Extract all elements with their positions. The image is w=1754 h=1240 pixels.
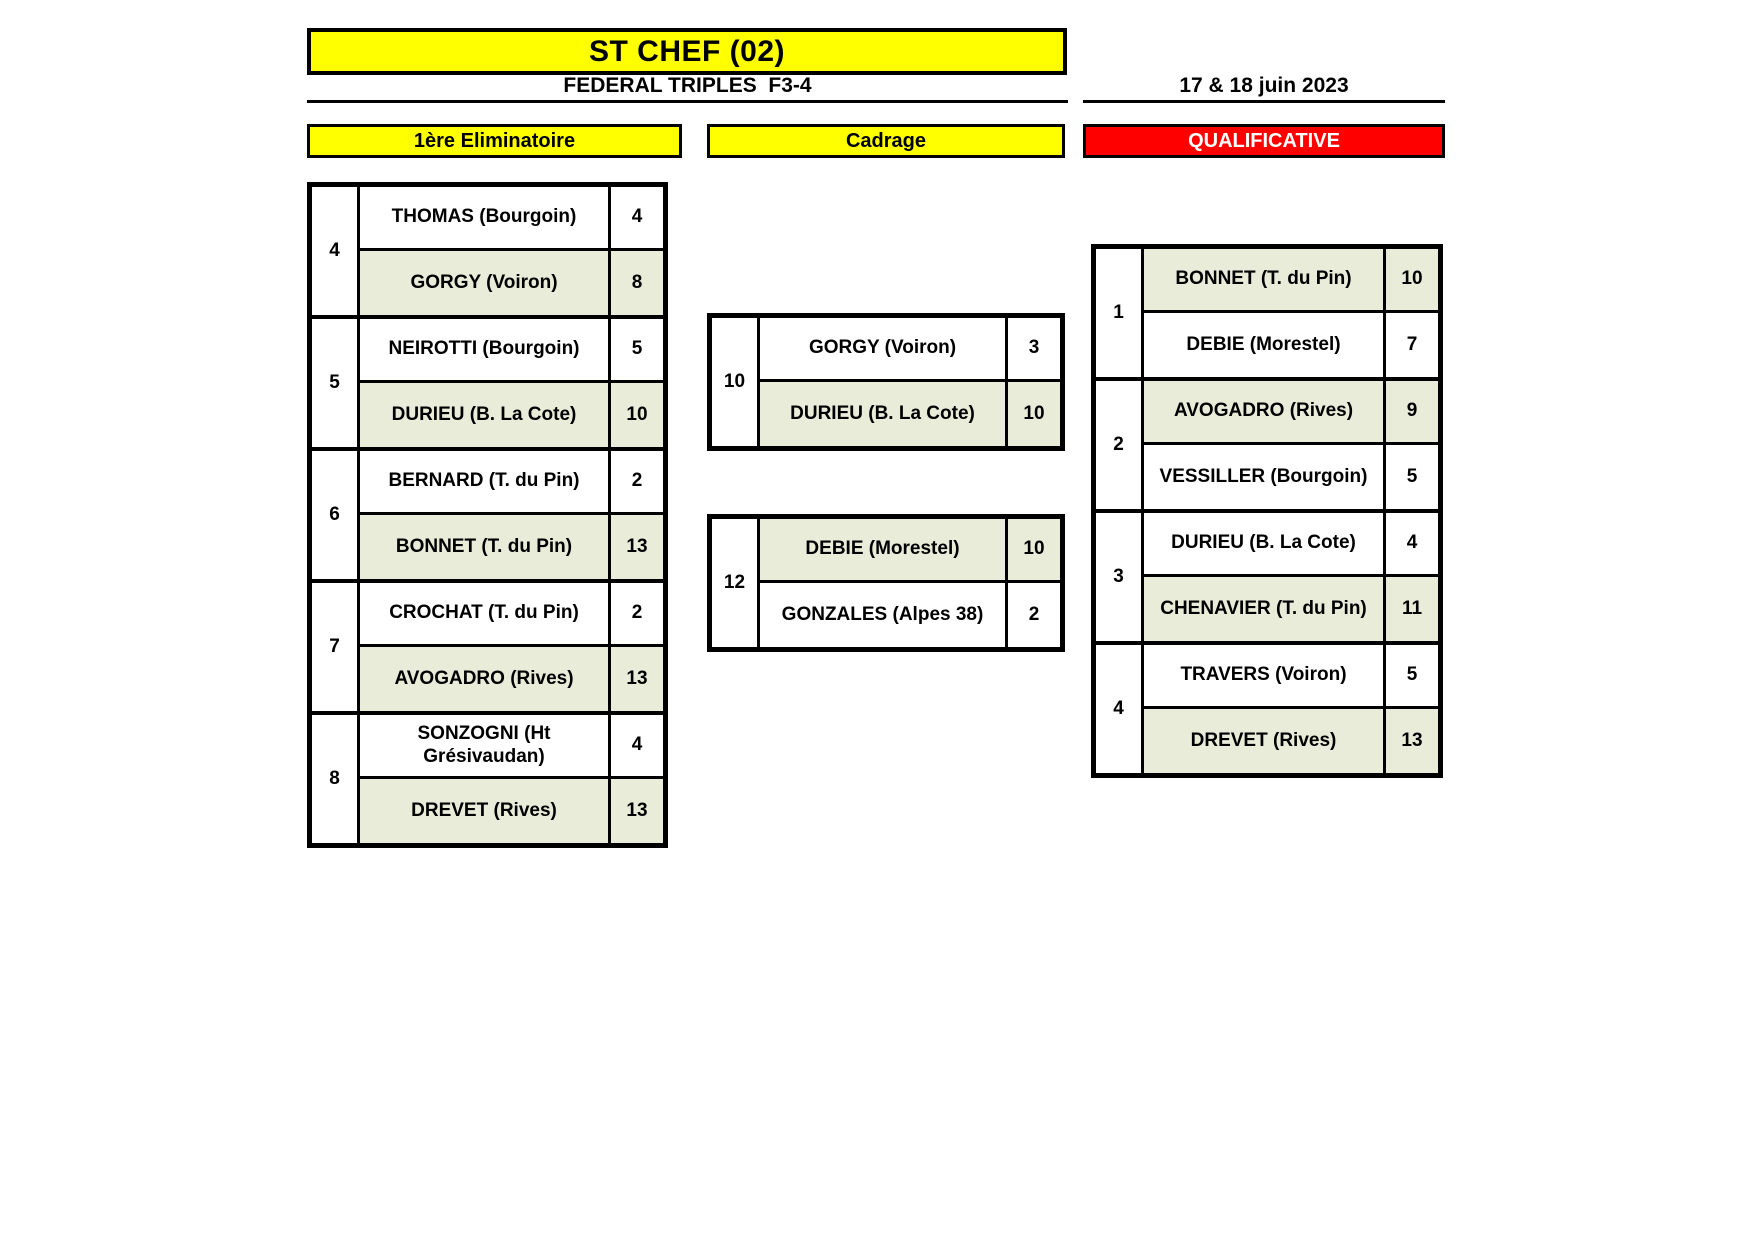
team-score: 9 — [1383, 381, 1438, 445]
team-name: DURIEU (B. La Cote) — [1144, 513, 1383, 577]
match-number: 2 — [1096, 381, 1144, 509]
team-name: TRAVERS (Voiron) — [1144, 645, 1383, 709]
team-name: GORGY (Voiron) — [360, 251, 608, 315]
column-header-eliminatoire: 1ère Eliminatoire — [307, 124, 682, 158]
column-header-cadrage: Cadrage — [707, 124, 1065, 158]
match-number: 4 — [312, 187, 360, 315]
competition-subtitle: FEDERAL TRIPLES F3-4 — [307, 72, 1068, 103]
match-number: 4 — [1096, 645, 1144, 773]
team-name: BONNET (T. du Pin) — [1144, 249, 1383, 313]
team-name: DREVET (Rives) — [1144, 709, 1383, 773]
team-score: 10 — [1005, 519, 1060, 583]
team-name: GORGY (Voiron) — [760, 318, 1005, 382]
match-8: 8 SONZOGNI (Ht Grésivaudan) 4 DREVET (Ri… — [312, 711, 663, 843]
match-q1: 1 BONNET (T. du Pin) 10 DEBIE (Morestel)… — [1096, 249, 1438, 377]
match-5: 5 NEIROTTI (Bourgoin) 5 DURIEU (B. La Co… — [312, 315, 663, 447]
team-score: 13 — [608, 515, 663, 579]
team-name: AVOGADRO (Rives) — [1144, 381, 1383, 445]
team-name: DEBIE (Morestel) — [760, 519, 1005, 583]
team-name: DREVET (Rives) — [360, 779, 608, 843]
team-name: DURIEU (B. La Cote) — [760, 382, 1005, 446]
team-name: BERNARD (T. du Pin) — [360, 451, 608, 515]
team-name: VESSILLER (Bourgoin) — [1144, 445, 1383, 509]
team-score: 5 — [1383, 645, 1438, 709]
team-score: 13 — [608, 647, 663, 711]
team-score: 2 — [608, 451, 663, 515]
title-banner: ST CHEF (02) — [307, 28, 1067, 75]
bracket-eliminatoire: 4 THOMAS (Bourgoin) 4 GORGY (Voiron) 8 5… — [307, 182, 668, 848]
match-6: 6 BERNARD (T. du Pin) 2 BONNET (T. du Pi… — [312, 447, 663, 579]
match-7: 7 CROCHAT (T. du Pin) 2 AVOGADRO (Rives)… — [312, 579, 663, 711]
match-number: 3 — [1096, 513, 1144, 641]
team-name: SONZOGNI (Ht Grésivaudan) — [360, 715, 608, 779]
match-4: 4 THOMAS (Bourgoin) 4 GORGY (Voiron) 8 — [312, 187, 663, 315]
team-score: 11 — [1383, 577, 1438, 641]
team-name: CHENAVIER (T. du Pin) — [1144, 577, 1383, 641]
page-title: ST CHEF (02) — [588, 34, 786, 68]
team-score: 7 — [1383, 313, 1438, 377]
match-number: 1 — [1096, 249, 1144, 377]
team-score: 5 — [1383, 445, 1438, 509]
match-q2: 2 AVOGADRO (Rives) 9 VESSILLER (Bourgoin… — [1096, 377, 1438, 509]
match-number: 8 — [312, 715, 360, 843]
match-q4: 4 TRAVERS (Voiron) 5 DREVET (Rives) 13 — [1096, 641, 1438, 773]
match-number: 5 — [312, 319, 360, 447]
match-12: 12 DEBIE (Morestel) 10 GONZALES (Alpes 3… — [712, 519, 1060, 647]
team-score: 5 — [608, 319, 663, 383]
team-score: 10 — [608, 383, 663, 447]
team-score: 3 — [1005, 318, 1060, 382]
event-date: 17 & 18 juin 2023 — [1083, 72, 1445, 103]
match-number: 12 — [712, 519, 760, 647]
team-name: AVOGADRO (Rives) — [360, 647, 608, 711]
match-10: 10 GORGY (Voiron) 3 DURIEU (B. La Cote) … — [712, 318, 1060, 446]
team-name: NEIROTTI (Bourgoin) — [360, 319, 608, 383]
team-name: BONNET (T. du Pin) — [360, 515, 608, 579]
team-score: 4 — [608, 187, 663, 251]
team-name: GONZALES (Alpes 38) — [760, 583, 1005, 647]
match-number: 7 — [312, 583, 360, 711]
team-name: DURIEU (B. La Cote) — [360, 383, 608, 447]
match-q3: 3 DURIEU (B. La Cote) 4 CHENAVIER (T. du… — [1096, 509, 1438, 641]
column-header-qualificative: QUALIFICATIVE — [1083, 124, 1445, 158]
team-name: DEBIE (Morestel) — [1144, 313, 1383, 377]
match-number: 10 — [712, 318, 760, 446]
team-score: 10 — [1005, 382, 1060, 446]
team-name: CROCHAT (T. du Pin) — [360, 583, 608, 647]
team-score: 10 — [1383, 249, 1438, 313]
bracket-qualificative: 1 BONNET (T. du Pin) 10 DEBIE (Morestel)… — [1091, 244, 1443, 778]
team-score: 2 — [1005, 583, 1060, 647]
match-number: 6 — [312, 451, 360, 579]
team-score: 13 — [608, 779, 663, 843]
team-score: 2 — [608, 583, 663, 647]
team-name: THOMAS (Bourgoin) — [360, 187, 608, 251]
team-score: 13 — [1383, 709, 1438, 773]
team-score: 4 — [608, 715, 663, 779]
team-score: 4 — [1383, 513, 1438, 577]
team-score: 8 — [608, 251, 663, 315]
cadrage-match-12-box: 12 DEBIE (Morestel) 10 GONZALES (Alpes 3… — [707, 514, 1065, 652]
cadrage-match-10-box: 10 GORGY (Voiron) 3 DURIEU (B. La Cote) … — [707, 313, 1065, 451]
